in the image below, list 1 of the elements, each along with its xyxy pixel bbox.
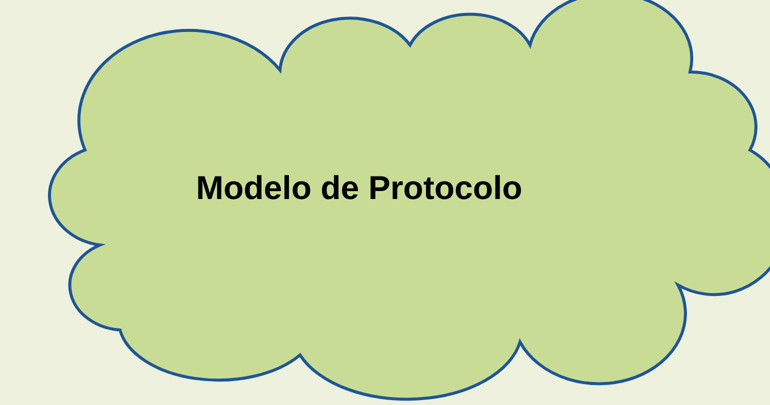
cloud-label: Modelo de Protocolo — [196, 169, 522, 207]
